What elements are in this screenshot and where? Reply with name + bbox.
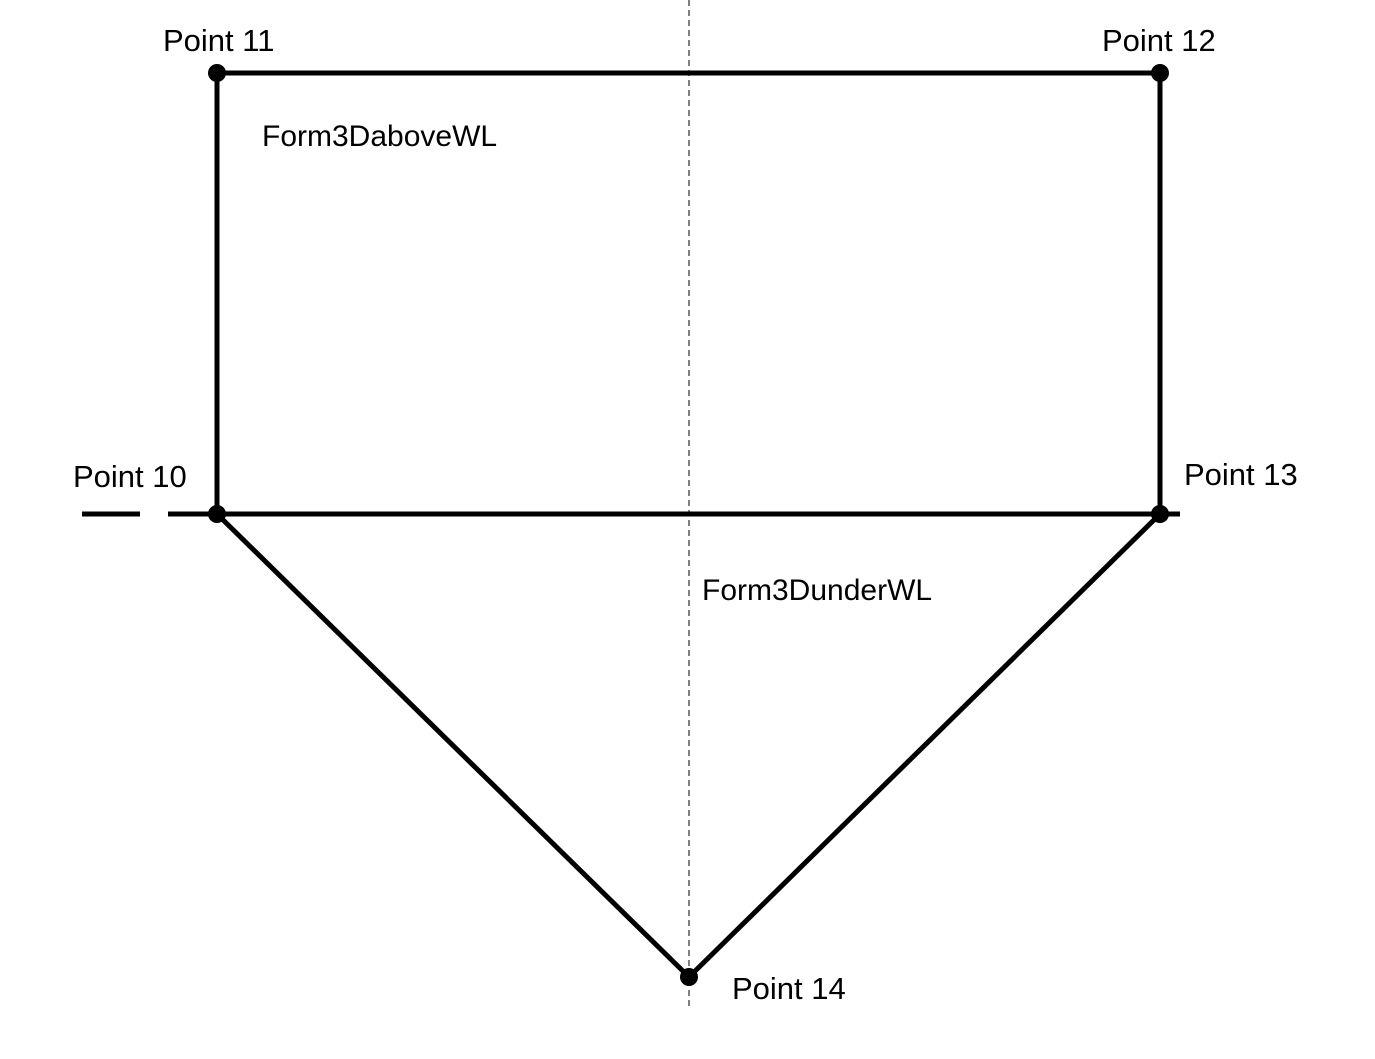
point-14-label: Point 14 (732, 971, 846, 1006)
edge-13-14 (687, 512, 1162, 979)
point-12-marker (1151, 64, 1169, 82)
point-13-label: Point 13 (1184, 457, 1298, 492)
point-10-label: Point 10 (73, 459, 187, 494)
point-11-label: Point 11 (163, 23, 274, 58)
region-under-waterline-label: Form3DunderWL (702, 574, 932, 607)
point-14-marker (680, 968, 698, 986)
edge-10-14 (215, 512, 691, 979)
point-13-marker (1151, 505, 1169, 523)
region-above-waterline-label: Form3DaboveWL (262, 120, 497, 153)
point-11-marker (208, 64, 226, 82)
point-10-marker (208, 505, 226, 523)
point-12-label: Point 12 (1102, 23, 1216, 58)
